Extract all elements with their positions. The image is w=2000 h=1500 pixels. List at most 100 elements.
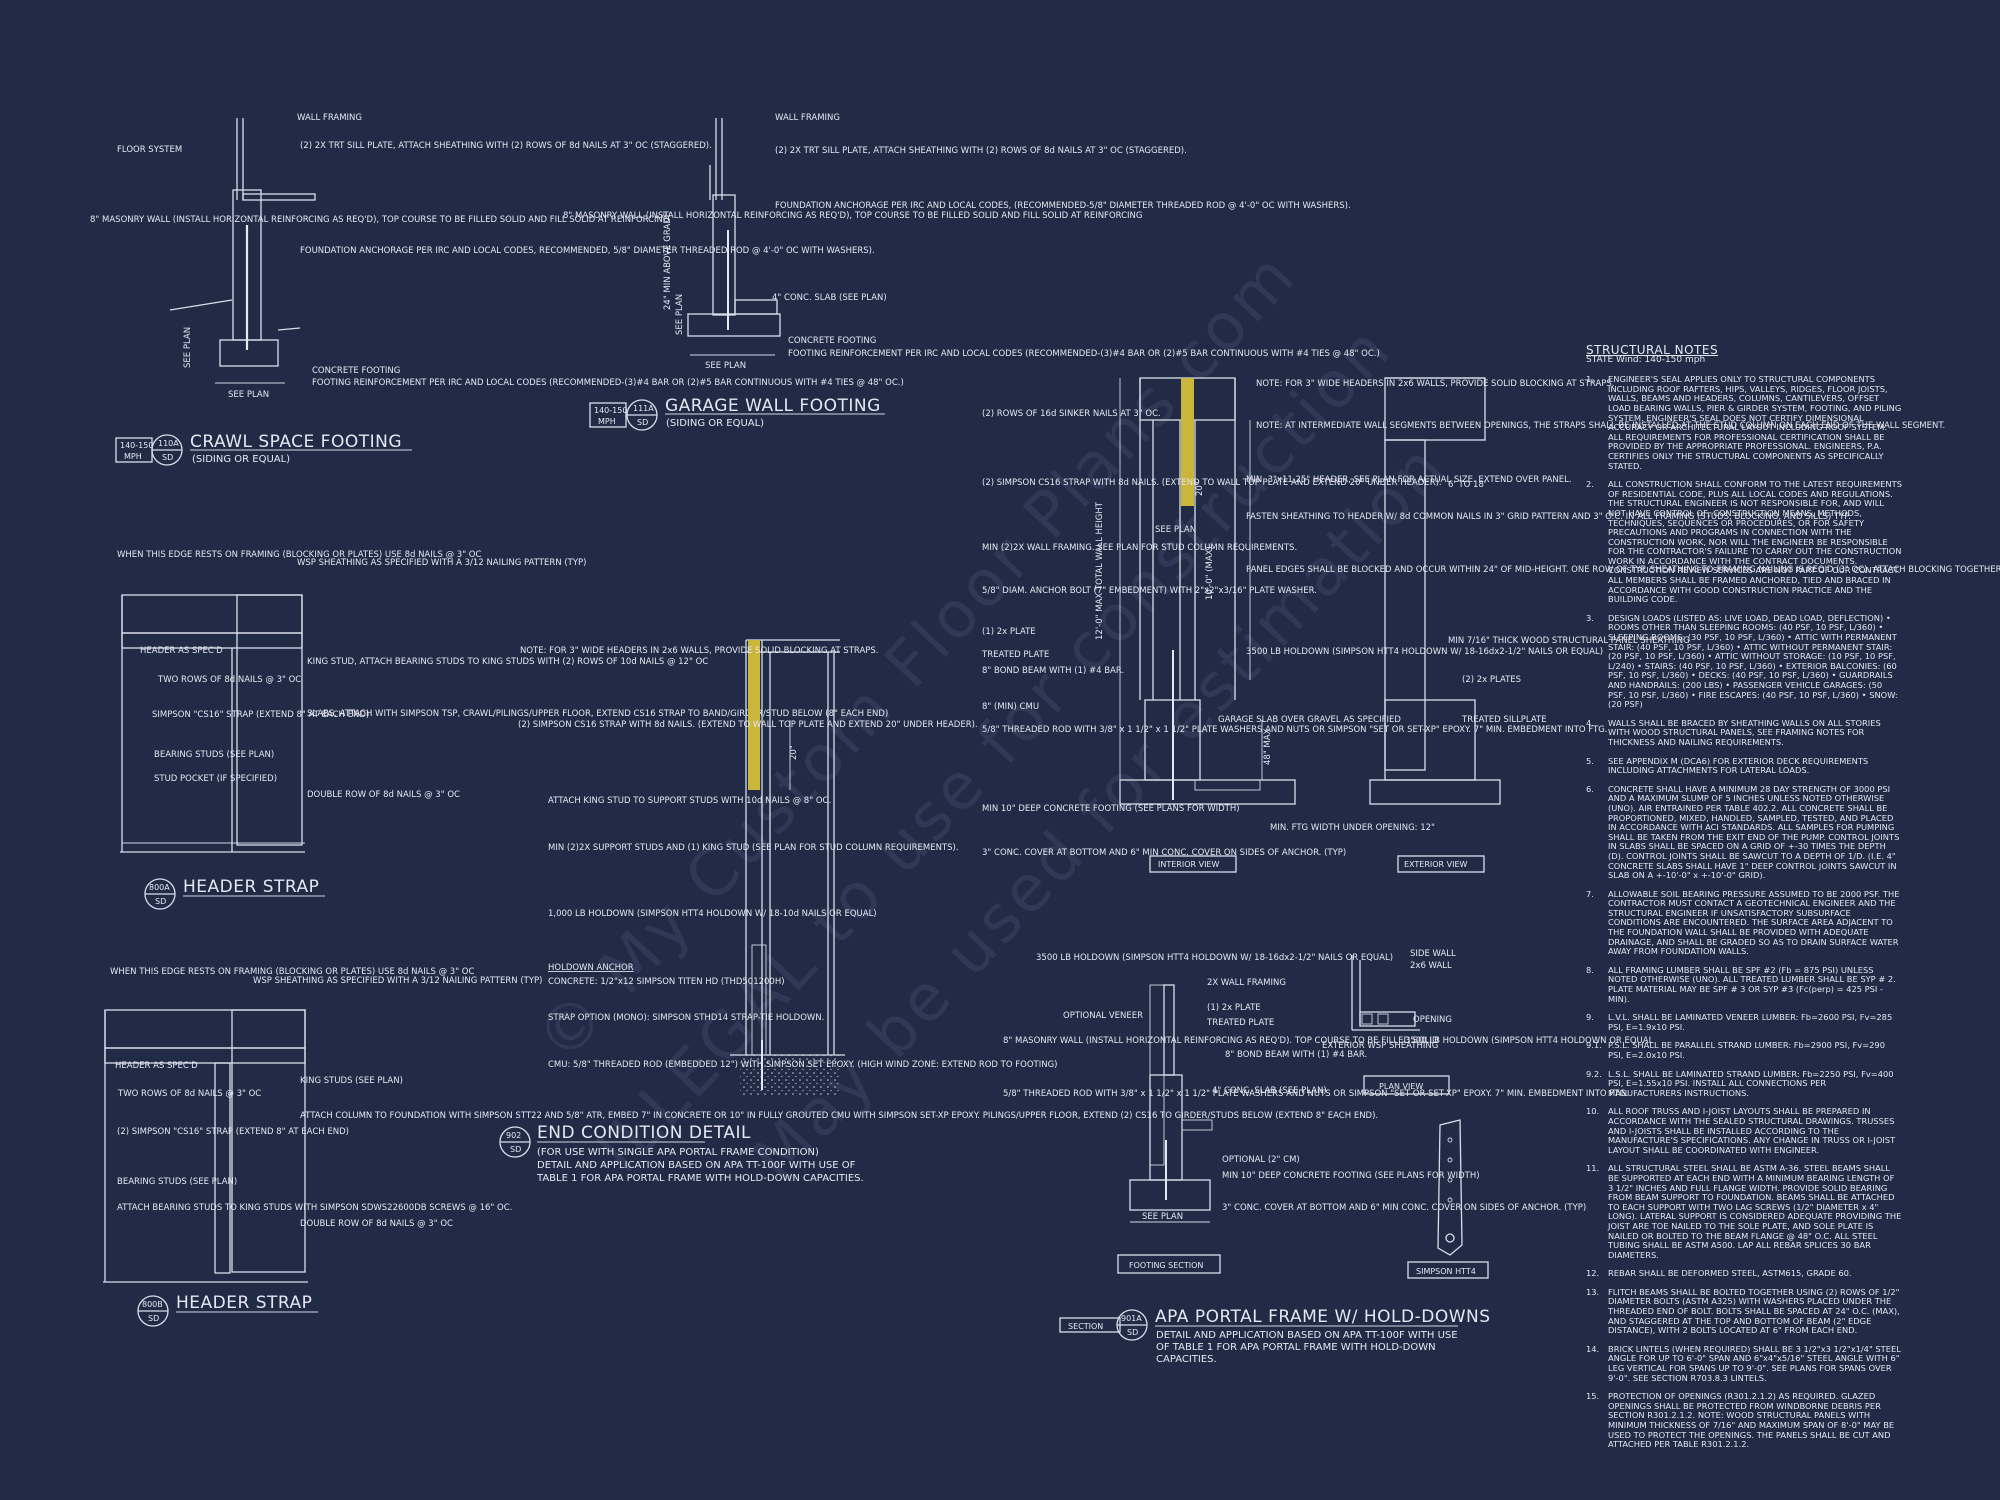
note-number: 14. — [1586, 1343, 1600, 1354]
label-strap-option: STRAP OPTION (MONO): SIMPSON STHD14 STRA… — [548, 1013, 824, 1023]
note-number: 5. — [1586, 755, 1594, 766]
note-text: WALLS SHALL BE BRACED BY SHEATHING WALLS… — [1608, 717, 1881, 747]
plan-view-box — [1363, 1075, 1450, 1095]
note-item: 5.SEE APPENDIX M (DCA6) FOR EXTERIOR DEC… — [1586, 755, 1902, 776]
label-two-rows: TWO ROWS OF 8d NAILS @ 3" OC — [157, 675, 301, 685]
note-item: 8.ALL FRAMING LUMBER SHALL BE SPF #2 (Fb… — [1586, 964, 1902, 1004]
label-note-3in: NOTE: FOR 3" WIDE HEADERS IN 2x6 WALLS, … — [1256, 379, 1615, 389]
detail-number: 111A — [633, 404, 654, 413]
label-conc-cover: 3" CONC. COVER AT BOTTOM AND 6" MIN CONC… — [1222, 1203, 1586, 1213]
footing-sec-labels: 3500 LB HOLDOWN (SIMPSON HTT4 HOLDOWN W/… — [1003, 953, 1629, 1222]
note-text: ALL FRAMING LUMBER SHALL BE SPF #2 (Fb =… — [1608, 964, 1896, 1004]
label-min-footing: MIN 10" DEEP CONCRETE FOOTING (SEE PLANS… — [982, 804, 1240, 814]
wind-badge — [589, 402, 627, 428]
note-item: 9.1.P.S.L. SHALL BE PARALLEL STRAND LUMB… — [1586, 1041, 1902, 1060]
note-item: 6. CONCRETE SHALL HAVE A MINIMUM 28 DAY S… — [1586, 783, 1902, 881]
label-wall-framing: WALL FRAMING — [297, 113, 362, 123]
dim-total-height: 12'-0" MAX TOTAL WALL HEIGHT — [1095, 501, 1105, 640]
notes-list: 1.ENGINEER'S SEAL APPLIES ONLY TO STRUCT… — [1586, 374, 1902, 1450]
label-wsp-sheathing: WSP SHEATHING AS SPECIFIED WITH A 3/12 N… — [297, 558, 586, 568]
label-concrete-footing: CONCRETE FOOTING — [312, 366, 400, 376]
interior-view-label: INTERIOR VIEW — [1158, 860, 1219, 869]
label-edge-rests: WHEN THIS EDGE RESTS ON FRAMING (BLOCKIN… — [110, 967, 474, 977]
label-bond-beam: 8" BOND BEAM WITH (1) #4 BAR. — [1225, 1050, 1367, 1060]
footing-section-detail: 3500 LB HOLDOWN (SIMPSON HTT4 HOLDOWN W/… — [1003, 953, 1629, 1274]
label-sinker-nails: (2) ROWS OF 16d SINKER NAILS AT 3" OC. — [982, 409, 1161, 419]
note-item: 1.ENGINEER'S SEAL APPLIES ONLY TO STRUCT… — [1586, 374, 1902, 471]
footing-section-label: FOOTING SECTION — [1129, 1261, 1203, 1270]
label-see-plan: SEE PLAN — [228, 390, 269, 400]
label-floor-system: FLOOR SYSTEM — [117, 145, 182, 155]
note-text: CONCRETE SHALL HAVE A MINIMUM 28 DAY STR… — [1608, 783, 1900, 881]
label-masonry-wall: 8" MASONRY WALL (INSTALL HORIZONTAL REIN… — [90, 215, 670, 225]
label-panel-edges: PANEL EDGES SHALL BE BLOCKED AND OCCUR W… — [1246, 565, 2000, 575]
label-anchor-bolt: 5/8" DIAM. ANCHOR BOLT (7" EMBEDMENT) WI… — [982, 586, 1317, 596]
label-cs16-strap: (2) SIMPSON "CS16" STRAP (EXTEND 8" AT E… — [117, 1127, 349, 1137]
label-attach-bearing: ATTACH BEARING STUDS TO KING STUDS WITH … — [117, 1203, 512, 1213]
label-cs16-strap: (2) SIMPSON CS16 STRAP WITH 8d NAILS. (E… — [518, 720, 978, 730]
garage-title: GARAGE WALL FOOTING — [665, 396, 881, 416]
label-2x-plates: (2) 2x PLATES — [1462, 675, 1521, 685]
note-item: 9.L.V.L. SHALL BE LAMINATED VENEER LUMBE… — [1586, 1012, 1902, 1032]
apa-subtitle-3: CAPACITIES. — [1156, 1354, 1217, 1365]
label-concrete-footing: CONCRETE FOOTING — [788, 336, 876, 346]
note-text: ALLOWABLE SOIL BEARING PRESSURE ASSUMED … — [1608, 888, 1900, 957]
label-attach-king-stud: ATTACH KING STUD TO SUPPORT STUDS WITH 1… — [548, 796, 831, 806]
note-item: 13.FLITCH BEAMS SHALL BE BOLTED TOGETHER… — [1586, 1286, 1902, 1336]
label-conc-cover: 3" CONC. COVER AT BOTTOM AND 6" MIN CONC… — [982, 848, 1346, 858]
label-threaded-rod: 5/8" THREADED ROD WITH 3/8" x 1 1/2" x 1… — [1003, 1089, 1629, 1099]
note-item: 10.ALL ROOF TRUSS AND I-JOIST LAYOUTS SH… — [1586, 1107, 1902, 1155]
note-text: ALL ROOF TRUSS AND I-JOIST LAYOUTS SHALL… — [1608, 1106, 1896, 1155]
header-a-title: HEADER STRAP — [183, 877, 319, 897]
plan-view-labels: SIDE WALL 2x6 WALL EXTERIOR WSP SHEATHIN… — [1322, 949, 1654, 1051]
note-number: 9.2. — [1586, 1068, 1602, 1079]
note-number: 13. — [1586, 1286, 1600, 1297]
wind-badge-bottom: MPH — [598, 417, 616, 426]
label-bearing-studs: BEARING STUDS (SEE PLAN) — [117, 1177, 237, 1187]
detail-sheet: SD — [510, 1145, 521, 1154]
label-holdown: 1,000 LB HOLDOWN (SIMPSON HTT4 HOLDOWN W… — [548, 909, 877, 919]
label-2x-plate: (1) 2x PLATE — [982, 627, 1036, 637]
note-number: 12. — [1586, 1268, 1600, 1279]
label-min-above-grade: 24" MIN ABOVE GRADE — [663, 212, 673, 310]
simpson-label: SIMPSON HTT4 — [1416, 1267, 1476, 1276]
apa-subtitle-1: DETAIL AND APPLICATION BASED ON APA TT-1… — [1156, 1330, 1458, 1341]
note-text: BRICK LINTELS (WHEN REQUIRED) SHALL BE 3… — [1608, 1343, 1901, 1383]
note-number: 9.1. — [1586, 1040, 1602, 1051]
end-cond-subtitle-2: DETAIL AND APPLICATION BASED ON APA TT-1… — [537, 1160, 856, 1171]
plan-view-detail: SIDE WALL 2x6 WALL EXTERIOR WSP SHEATHIN… — [1322, 949, 1654, 1095]
note-item: 3.DESIGN LOADS (LISTED AS: LIVE LOAD, DE… — [1586, 612, 1902, 710]
detail-number: 800B — [142, 1300, 163, 1309]
note-item: 15.PROTECTION OF OPENINGS (R301.2.1.2) A… — [1586, 1391, 1902, 1450]
end-condition-detail: 20" NOTE: FOR 3" WIDE HEADERS IN 2x6 WAL… — [499, 639, 1058, 1184]
label-support-studs: MIN (2)2X SUPPORT STUDS AND (1) KING STU… — [548, 843, 959, 853]
dim-48in-max: 48" MAX — [1263, 728, 1273, 765]
label-garage-slab: GARAGE SLAB OVER GRAVEL AS SPECIFIED — [1218, 715, 1401, 725]
simpson-strap — [1181, 378, 1194, 506]
note-item: 4.WALLS SHALL BE BRACED BY SHEATHING WAL… — [1586, 717, 1902, 748]
footing-section-box — [1117, 1254, 1221, 1274]
label-side-wall: SIDE WALL — [1410, 949, 1456, 959]
note-text: ALL CONSTRUCTION SHALL CONFORM TO THE LA… — [1608, 479, 1902, 605]
note-number: 6. — [1586, 783, 1594, 794]
dim-see-plan: SEE PLAN — [1155, 525, 1196, 535]
header-a-labels: WHEN THIS EDGE RESTS ON FRAMING (BLOCKIN… — [117, 550, 888, 800]
label-holdown-anchor: HOLDOWN ANCHOR — [548, 963, 634, 973]
wind-badge-top: 140-150 — [120, 441, 153, 450]
note-text: L.V.L. SHALL BE LAMINATED VENEER LUMBER:… — [1608, 1012, 1893, 1032]
portal-left-labels: (2) ROWS OF 16d SINKER NAILS AT 3" OC. (… — [981, 409, 1608, 858]
label-king-stud: KING STUD, ATTACH BEARING STUDS TO KING … — [307, 657, 708, 667]
label-2x-plate: (1) 2x PLATE — [1207, 1003, 1261, 1013]
label-slabs: SLABS, ATTACH WITH SIMPSON TSP, CRAWL/PI… — [307, 709, 888, 719]
end-cond-title: END CONDITION DETAIL — [537, 1123, 751, 1143]
label-2x6-wall: 2x6 WALL — [1410, 961, 1452, 971]
garage-wall-footing-detail: WALL FRAMING (2) 2X TRT SILL PLATE, ATTA… — [563, 113, 1380, 431]
note-number: 3. — [1586, 612, 1594, 623]
crawl-title: CRAWL SPACE FOOTING — [190, 432, 402, 452]
end-cond-subtitle-1: (FOR USE WITH SINGLE APA PORTAL FRAME CO… — [537, 1147, 819, 1158]
simpson-box — [1407, 1261, 1489, 1279]
label-treated-plate: TREATED PLATE — [981, 650, 1049, 660]
label-holdown: 3500 LB HOLDOWN (SIMPSON HTT4 HOLDOWN W/… — [1246, 647, 1603, 657]
detail-sheet: SD — [155, 897, 166, 906]
note-item: 2.ALL CONSTRUCTION SHALL CONFORM TO THE … — [1586, 479, 1902, 605]
